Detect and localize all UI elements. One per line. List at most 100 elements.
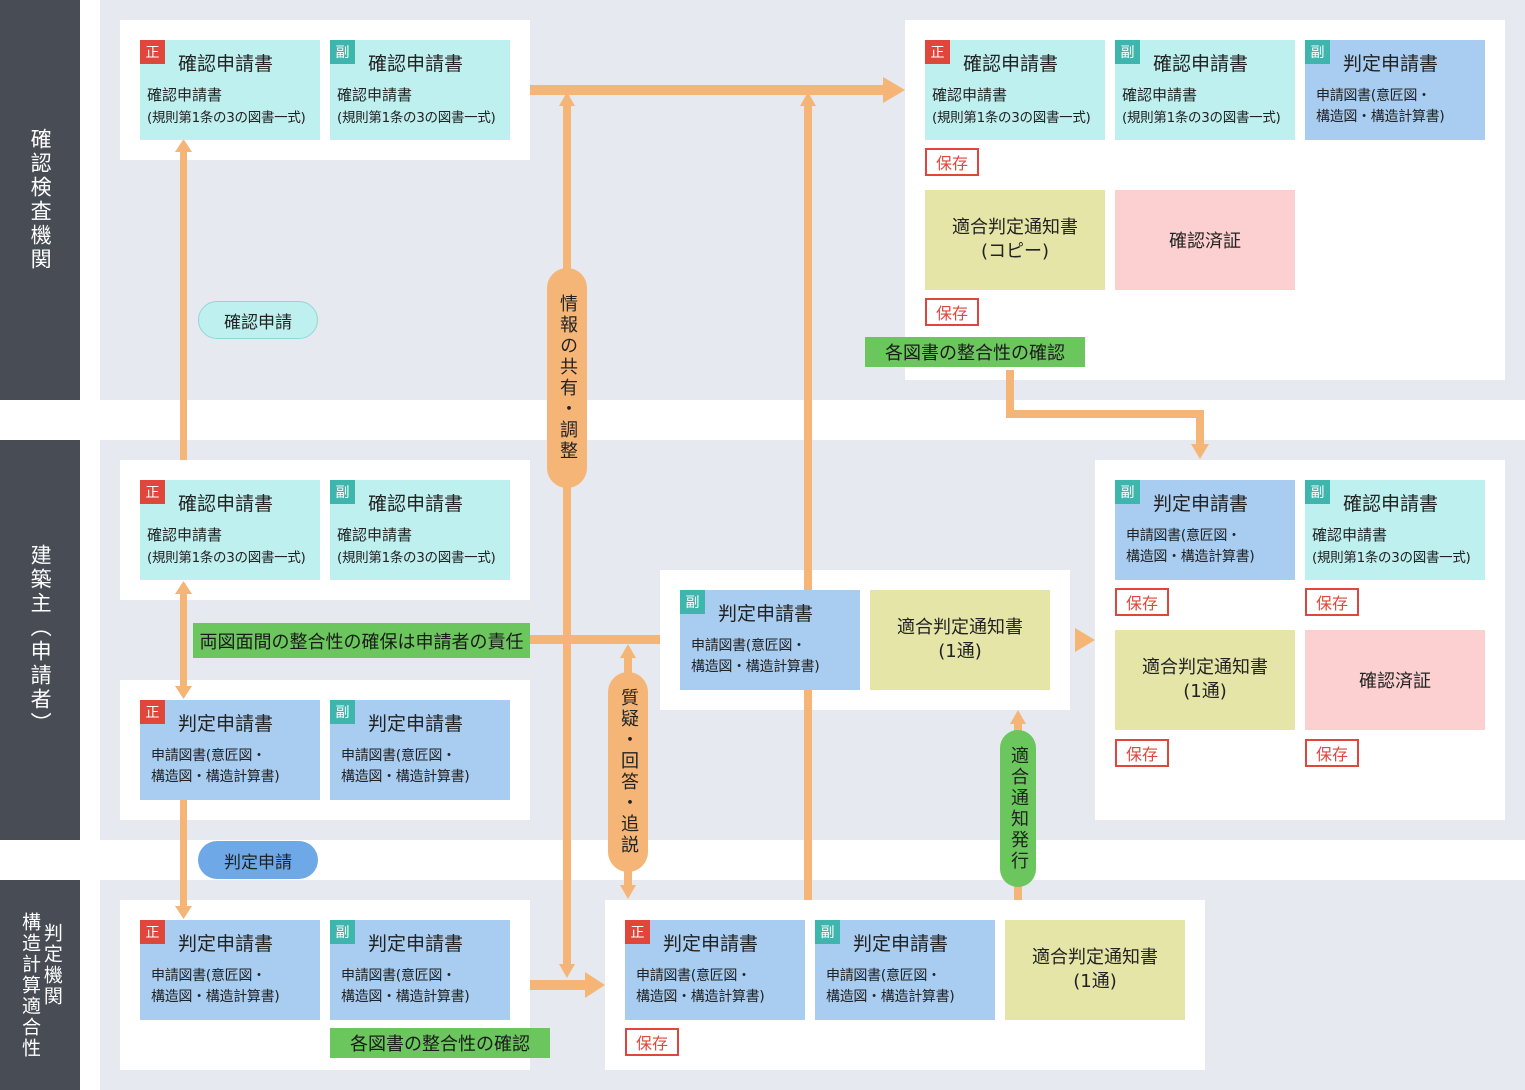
arrow-tekigo-hakko-head	[1010, 710, 1026, 724]
lane-tekigo-text-col1: 構造計算適合性	[19, 911, 41, 1059]
card-title: 確認申請書	[1153, 53, 1249, 75]
card-title: 確認申請書	[178, 53, 274, 75]
hozon-tag: 保存	[925, 148, 979, 176]
badge-sei: 正	[140, 700, 165, 724]
card-sub1: 確認申請書	[932, 86, 1008, 104]
card-sub1: 確認申請書	[1312, 526, 1388, 544]
arrow-seigo-connector-v2	[1196, 410, 1204, 446]
card-tekigo-hantei-fuku: 副 判定申請書 申請図書(意匠図・ 構造図・構造計算書)	[330, 920, 510, 1020]
hozon-tag: 保存	[625, 1028, 679, 1056]
card-title: 判定申請書	[1343, 53, 1439, 75]
card-title: 判定申請書	[718, 603, 814, 625]
arrow-top-horizontal	[530, 85, 883, 95]
cert-label: 確認済証	[1359, 671, 1431, 692]
card-owner-right-notice: 適合判定通知書 (1通)	[1115, 630, 1295, 730]
badge-fuku: 副	[680, 590, 705, 614]
card-owner-right-kakunin-fuku: 副 確認申請書 確認申請書 (規則第1条の3の図書一式)	[1305, 480, 1485, 580]
arrow-kakunin-shinsei-line	[180, 152, 187, 460]
badge-sei: 正	[625, 920, 650, 944]
arrow-shitsugi-bottom	[620, 885, 636, 899]
card-owner-right-hantei-fuku: 副 判定申請書 申請図書(意匠図・ 構造図・構造計算書)	[1115, 480, 1295, 580]
seigo-check-label-bottom: 各図書の整合性の確認	[330, 1028, 550, 1058]
card-title: 判定申請書	[853, 933, 949, 955]
card-sub1: 確認申請書	[337, 86, 413, 104]
card-sub1: 申請図書(意匠図・	[826, 968, 941, 984]
card-sub2: (規則第1条の3の図書一式)	[1312, 550, 1471, 566]
card-title: 判定申請書	[368, 713, 464, 735]
hozon-tag: 保存	[925, 298, 979, 326]
notice-line1: 適合判定通知書	[897, 616, 1023, 638]
pill-hantei-shinsei: 判定申請	[198, 841, 318, 879]
card-sub2: (規則第1条の3の図書一式)	[1122, 110, 1281, 126]
badge-fuku: 副	[330, 920, 355, 944]
badge-fuku: 副	[1305, 40, 1330, 64]
card-middle-hantei-fuku: 副 判定申請書 申請図書(意匠図・ 構造図・構造計算書)	[680, 590, 860, 690]
badge-fuku: 副	[1115, 40, 1140, 64]
badge-sei: 正	[925, 40, 950, 64]
card-sub1: 申請図書(意匠図・	[151, 968, 266, 984]
badge-sei: 正	[140, 480, 165, 504]
arrow-seigo-connector-v1	[1006, 370, 1014, 417]
arrow-owner-double-line	[180, 592, 187, 688]
notice-line2: (1通)	[1183, 681, 1227, 702]
card-kakunin-sei-right: 正 確認申請書 確認申請書 (規則第1条の3の図書一式)	[925, 40, 1105, 140]
cert-label: 確認済証	[1169, 231, 1241, 252]
badge-fuku: 副	[330, 480, 355, 504]
card-owner-hantei-sei: 正 判定申請書 申請図書(意匠図・ 構造図・構造計算書)	[140, 700, 320, 800]
card-sub1: 確認申請書	[1122, 86, 1198, 104]
arrow-808-line	[804, 104, 812, 900]
arrow-owner-double-bottom	[175, 686, 192, 699]
lane-label-tekigo: 構造計算適合性 判定機関	[0, 880, 80, 1090]
card-owner-kakunin-fuku: 副 確認申請書 確認申請書 (規則第1条の3の図書一式)	[330, 480, 510, 580]
arrow-hantei-shinsei-head	[175, 906, 192, 919]
badge-fuku: 副	[1305, 480, 1330, 504]
lane-tekigo-text-col2: 判定機関	[40, 923, 63, 1007]
badge-fuku: 副	[1115, 480, 1140, 504]
notice-line1: 適合判定通知書	[1142, 656, 1268, 678]
notice-line1: 適合判定通知書	[1032, 946, 1158, 968]
card-sub1: 申請図書(意匠図・	[151, 748, 266, 764]
card-title: 確認申請書	[368, 53, 464, 75]
tekigo-hakko-label: 適合通知発行	[1000, 730, 1036, 887]
hozon-tag: 保存	[1115, 739, 1169, 767]
notice-line2: (1通)	[938, 641, 982, 662]
card-sub2: 構造図・構造計算書)	[826, 989, 955, 1005]
card-sub2: (規則第1条の3の図書一式)	[337, 550, 496, 566]
card-sub2: 構造図・構造計算書)	[636, 989, 765, 1005]
card-sub1: 申請図書(意匠図・	[636, 968, 751, 984]
card-sub1: 申請図書(意匠図・	[1316, 88, 1431, 104]
arrow-tekigo-horizontal-head	[585, 972, 605, 998]
arrow-joho-up-head	[559, 92, 575, 106]
arrow-tekigo-horizontal	[530, 980, 585, 990]
card-sub2: 構造図・構造計算書)	[1316, 109, 1445, 125]
notice-line2: (1通)	[1073, 971, 1117, 992]
lane-label-kakunin: 確認検査機関	[0, 0, 80, 400]
sekinin-label: 両図面間の整合性の確保は申請者の責任	[193, 623, 530, 658]
hozon-tag: 保存	[1305, 739, 1359, 767]
arrow-shitsugi-top	[620, 644, 636, 658]
card-sub2: (規則第1条の3の図書一式)	[147, 110, 306, 126]
card-sub2: 構造図・構造計算書)	[341, 769, 470, 785]
badge-fuku: 副	[815, 920, 840, 944]
arrow-middle-right-head	[1075, 628, 1095, 652]
card-sub2: 構造図・構造計算書)	[151, 769, 280, 785]
card-kakunin-sei-top: 正 確認申請書 確認申請書 (規則第1条の3の図書一式)	[140, 40, 320, 140]
arrow-kakunin-shinsei-head	[175, 139, 192, 152]
card-sub2: (規則第1条の3の図書一式)	[337, 110, 496, 126]
card-sub2: 構造図・構造計算書)	[1126, 549, 1255, 565]
card-title: 判定申請書	[663, 933, 759, 955]
card-sub1: 申請図書(意匠図・	[1126, 528, 1241, 544]
pill-kakunin-shinsei: 確認申請	[198, 301, 318, 339]
lane-kenchikunushi-text: 建築主（申請者）	[28, 544, 53, 736]
badge-sei: 正	[140, 40, 165, 64]
lane-label-kenchikunushi: 建築主（申請者）	[0, 440, 80, 840]
card-title: 確認申請書	[178, 493, 274, 515]
card-hantei-fuku-right: 副 判定申請書 申請図書(意匠図・ 構造図・構造計算書)	[1305, 40, 1485, 140]
card-sub1: 確認申請書	[147, 526, 223, 544]
card-sub2: (規則第1条の3の図書一式)	[932, 110, 1091, 126]
notice-line1: 適合判定通知書	[952, 216, 1078, 238]
hozon-tag: 保存	[1115, 588, 1169, 616]
card-title: 判定申請書	[368, 933, 464, 955]
lane-kakunin-text: 確認検査機関	[28, 128, 53, 272]
card-sub2: 構造図・構造計算書)	[691, 659, 820, 675]
